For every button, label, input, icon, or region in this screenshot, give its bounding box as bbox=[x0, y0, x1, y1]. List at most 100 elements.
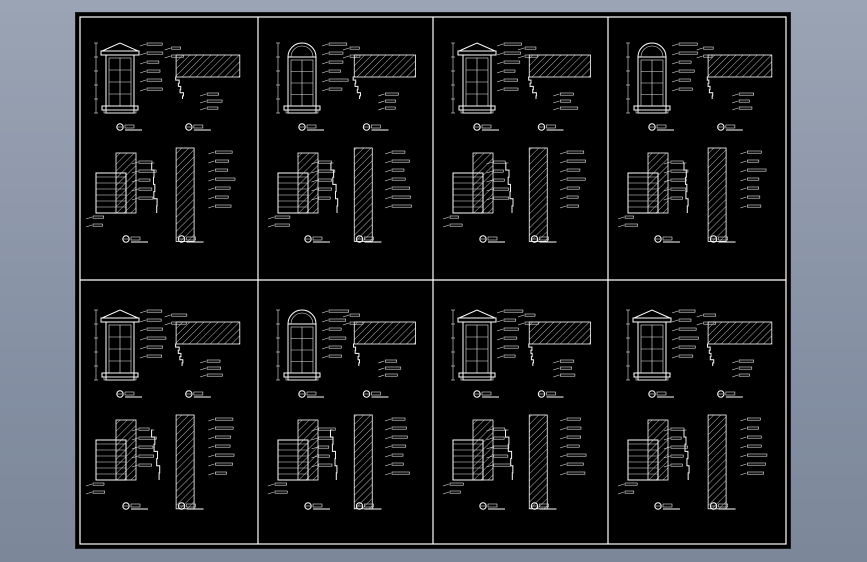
hatched-section bbox=[175, 54, 241, 78]
leader-line bbox=[671, 52, 679, 56]
detail-title-text-mark bbox=[718, 503, 728, 508]
leader-line bbox=[321, 52, 329, 56]
hatched-section bbox=[353, 321, 416, 345]
leader-line bbox=[321, 61, 329, 65]
window-apron bbox=[460, 376, 494, 381]
leader-line bbox=[342, 55, 350, 59]
annotation-text-mark bbox=[274, 490, 288, 494]
leader-line bbox=[671, 310, 679, 314]
leader-line bbox=[671, 337, 679, 341]
annotation-leaders bbox=[559, 150, 586, 209]
leader-line bbox=[559, 472, 567, 476]
leader-line bbox=[553, 360, 560, 364]
leader-line bbox=[496, 346, 504, 350]
annotation-text-mark bbox=[678, 51, 698, 55]
annotation-text-mark bbox=[206, 373, 223, 377]
leader-line bbox=[732, 374, 739, 378]
window-arch bbox=[287, 309, 317, 325]
leader-line bbox=[740, 436, 747, 440]
detail-title-text-mark bbox=[130, 236, 141, 241]
leader-line bbox=[559, 454, 567, 458]
window-apron bbox=[103, 376, 137, 381]
annotation-text-mark bbox=[503, 69, 516, 73]
detail-callout-circle bbox=[116, 390, 124, 398]
leader-line bbox=[740, 445, 747, 449]
annotation-text-mark bbox=[274, 482, 287, 486]
annotation-text-mark bbox=[391, 204, 412, 208]
annotation-text-mark bbox=[738, 106, 753, 110]
leader-line bbox=[139, 319, 147, 323]
leader-line bbox=[740, 205, 747, 209]
hatched-section bbox=[528, 414, 548, 510]
detail-callout-circle bbox=[177, 235, 186, 243]
window-sill bbox=[458, 372, 496, 378]
annotation-text-mark bbox=[670, 427, 685, 431]
leader-line bbox=[384, 445, 392, 449]
annotation-text-mark bbox=[318, 196, 331, 200]
annotation-text-mark bbox=[703, 321, 717, 325]
annotation-text-mark bbox=[391, 462, 404, 466]
leader-line bbox=[131, 428, 138, 432]
leader-line bbox=[267, 483, 275, 487]
annotation-text-mark bbox=[678, 345, 696, 349]
annotation-text-mark bbox=[738, 92, 754, 96]
leader-line bbox=[732, 367, 739, 371]
leader-line bbox=[85, 224, 93, 228]
detail-title-text-mark bbox=[193, 391, 204, 396]
detail-title-mark bbox=[648, 123, 674, 131]
leader-line bbox=[732, 107, 739, 111]
leader-line bbox=[200, 360, 207, 364]
leader-line bbox=[85, 483, 93, 487]
annotation-text-mark bbox=[391, 150, 406, 154]
detail-panel-6 bbox=[267, 309, 416, 510]
section-profile bbox=[706, 76, 714, 99]
leader-line bbox=[208, 454, 215, 458]
annotation-text-mark bbox=[449, 490, 461, 494]
window-cornice bbox=[100, 317, 140, 323]
annotation-leaders bbox=[553, 359, 576, 378]
detail-callout-circle bbox=[304, 235, 312, 243]
detail-title-text-mark bbox=[725, 391, 736, 396]
annotation-text-mark bbox=[747, 168, 767, 172]
annotation-text-mark bbox=[678, 309, 696, 313]
detail-panels bbox=[85, 42, 773, 510]
leader-line bbox=[321, 79, 329, 83]
leader-line bbox=[321, 328, 329, 332]
detail-title-text-mark bbox=[662, 503, 673, 508]
annotation-leaders bbox=[517, 46, 538, 59]
annotation-text-mark bbox=[318, 427, 336, 431]
hatched-section bbox=[528, 54, 591, 78]
annotation-text-mark bbox=[206, 366, 221, 370]
detail-title-mark bbox=[177, 235, 204, 243]
annotation-text-mark bbox=[384, 366, 402, 370]
leader-line bbox=[267, 491, 275, 495]
leader-line bbox=[311, 464, 318, 468]
annotation-text-mark bbox=[503, 327, 519, 331]
hatched-section bbox=[707, 147, 727, 242]
leader-line bbox=[321, 337, 329, 341]
leader-line bbox=[139, 43, 147, 47]
leader-line bbox=[208, 427, 215, 431]
moulding-profile-inner bbox=[353, 343, 360, 366]
section-profile bbox=[683, 429, 690, 480]
detail-title-mark bbox=[530, 235, 557, 243]
leader-line bbox=[139, 79, 147, 83]
detail-callout-circle bbox=[362, 390, 371, 398]
leader-line bbox=[740, 427, 747, 431]
leader-line bbox=[732, 100, 739, 104]
detail-callout-circle bbox=[122, 235, 130, 243]
leader-line bbox=[696, 47, 703, 51]
leader-line bbox=[671, 79, 679, 83]
window-apron bbox=[285, 109, 319, 114]
leader-line bbox=[131, 161, 138, 165]
leader-line bbox=[663, 446, 670, 450]
detail-title-mark bbox=[362, 123, 389, 131]
annotation-text-mark bbox=[747, 177, 760, 181]
annotation-text-mark bbox=[493, 445, 510, 449]
leader-line bbox=[321, 319, 329, 323]
leader-line bbox=[740, 196, 747, 200]
annotation-text-mark bbox=[503, 78, 519, 82]
window-sill bbox=[101, 105, 139, 111]
leader-line bbox=[496, 88, 504, 92]
annotation-text-mark bbox=[503, 60, 521, 64]
